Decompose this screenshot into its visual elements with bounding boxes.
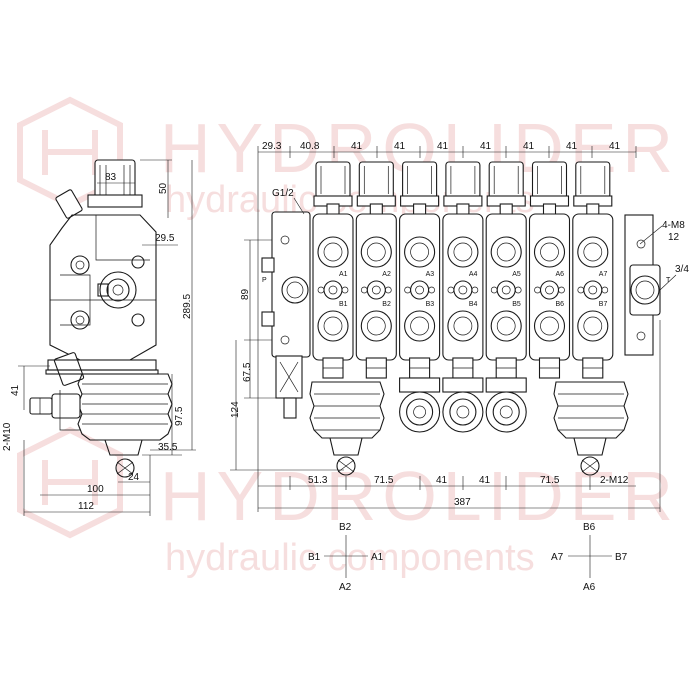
port-label-a: A4: [469, 271, 478, 278]
port-label-b: B3: [426, 301, 435, 308]
label-t: T: [666, 277, 671, 284]
port-label-b: B2: [382, 301, 391, 308]
dim-50: 50: [158, 182, 169, 194]
dim-top-40-8: 40.8: [300, 141, 320, 152]
dim-2-m10: 2-M10: [2, 422, 13, 451]
dim-bottom-41-1: 41: [436, 475, 448, 486]
watermark-tagline-bottom: hydraulic components: [165, 537, 535, 579]
spool-end-cap: [399, 377, 441, 433]
port-label-a: A7: [599, 271, 608, 278]
cross-right-right: B7: [615, 552, 628, 563]
dim-top-41-1: 41: [351, 141, 363, 152]
dim-29-5: 29.5: [155, 233, 175, 244]
port-label-b: B5: [512, 301, 521, 308]
cross-left-left: B1: [308, 552, 321, 563]
dim-top-41-6: 41: [566, 141, 578, 152]
watermark: HYDROLIDER hydraulic components HYDROLID…: [17, 96, 679, 579]
front-view: 29.3 40.8 41 41 41 41 41 41 41 A1B1A2B2A…: [230, 141, 689, 512]
port-label-b: B4: [469, 301, 478, 308]
dim-89: 89: [240, 288, 251, 300]
label-g1-2: G1/2: [272, 188, 294, 199]
dim-top-41-4: 41: [480, 141, 492, 152]
dim-top-41-3: 41: [437, 141, 449, 152]
solenoid-cap: [400, 161, 440, 217]
solenoid-cap: [313, 161, 353, 217]
side-view: 83 50 29.5 289.5 97.5 35.5 24 100 112 41…: [2, 159, 196, 516]
spool-end-cap: [442, 377, 484, 433]
dim-bottom-51-3: 51.3: [308, 475, 328, 486]
dim-bottom-71-5-right: 71.5: [540, 475, 560, 486]
dim-top-41-2: 41: [394, 141, 406, 152]
dim-83: 83: [105, 172, 117, 183]
solenoid-cap: [486, 161, 526, 217]
dim-97-5: 97.5: [174, 406, 185, 426]
cross-right-left: A7: [551, 552, 564, 563]
port-label-a: A2: [382, 271, 391, 278]
cross-left-bottom: A2: [339, 582, 352, 593]
cross-right-top: B6: [583, 522, 596, 533]
dim-124: 124: [230, 401, 241, 418]
dim-top-29-3: 29.3: [262, 141, 282, 152]
dim-387: 387: [454, 497, 471, 508]
port-label-b: B1: [339, 301, 348, 308]
port-label-a: A6: [556, 271, 565, 278]
spool-end-caps: [399, 377, 527, 433]
dim-112: 112: [78, 501, 94, 512]
dim-top-41-5: 41: [523, 141, 535, 152]
port-label-b: B7: [599, 301, 608, 308]
solenoid-cap: [356, 161, 396, 217]
solenoid-caps: [313, 161, 613, 217]
dim-24: 24: [128, 472, 140, 483]
dim-41: 41: [10, 384, 21, 396]
right-bellows: [553, 381, 629, 476]
watermark-brand-bottom: HYDROLIDER: [160, 457, 679, 535]
dim-bottom-41-2: 41: [479, 475, 491, 486]
port-cross-right: B6 A7 B7 A6: [551, 522, 628, 593]
spool-end-cap: [485, 377, 527, 433]
dim-100: 100: [87, 484, 104, 495]
cross-left-right: A1: [371, 552, 384, 563]
dim-bottom-71-5-left: 71.5: [374, 475, 394, 486]
port-label-a: A5: [512, 271, 521, 278]
port-label-a: A3: [426, 271, 435, 278]
dim-67-5: 67.5: [242, 362, 253, 382]
solenoid-cap: [443, 161, 483, 217]
solenoid-cap: [573, 161, 613, 217]
solenoid-cap: [529, 161, 570, 217]
label-p: P: [262, 277, 267, 284]
dim-35-5: 35.5: [158, 442, 178, 453]
dim-top-41-7: 41: [609, 141, 621, 152]
cross-right-bottom: A6: [583, 582, 596, 593]
watermark-logo-bottom: [17, 426, 123, 539]
dim-289-5: 289.5: [182, 294, 193, 319]
left-bellows: [309, 381, 385, 476]
port-cross-left: B2 B1 A1 A2: [308, 522, 384, 593]
cross-left-top: B2: [339, 522, 352, 533]
port-label-a: A1: [339, 271, 348, 278]
label-3-4: 3/4: [675, 264, 689, 275]
label-12: 12: [668, 232, 680, 243]
port-label-b: B6: [556, 301, 565, 308]
label-2-m12: 2-M12: [600, 475, 629, 486]
label-4-m8: 4-M8: [662, 220, 685, 231]
